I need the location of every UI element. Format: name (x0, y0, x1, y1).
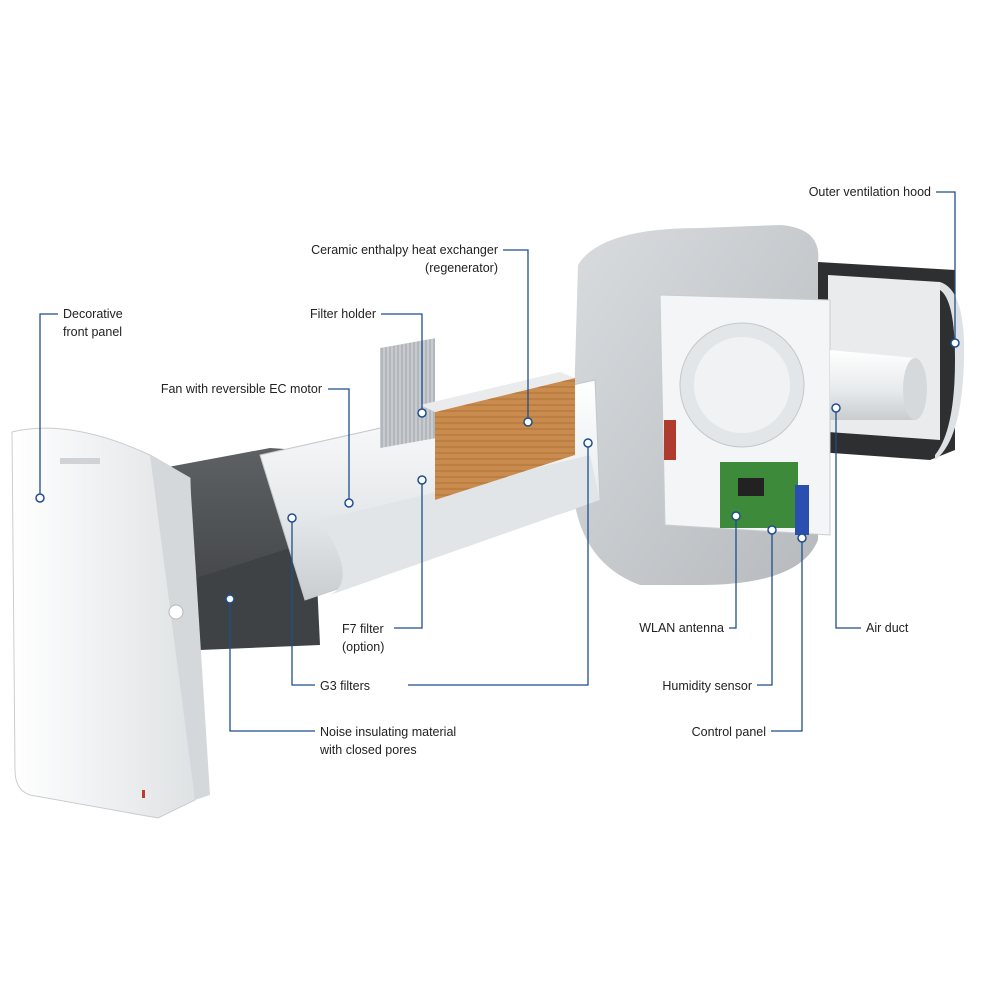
label-control-panel: Control panel (660, 723, 766, 741)
air-duct-tube (830, 350, 927, 420)
leader-dot-g3-filters-b (583, 438, 593, 448)
leader-lines (35, 191, 960, 732)
leader-dot-humidity-sensor (767, 525, 777, 535)
label-line-1: Noise insulating material (320, 725, 457, 739)
leader-noise-insulating-material (229, 599, 315, 732)
label-line-1: Filter holder (310, 307, 376, 321)
leader-ceramic-heat-exchanger (503, 249, 529, 422)
front-panel (11, 427, 210, 819)
leader-dot-g3-filters (287, 513, 297, 523)
leader-dot-control-panel (797, 533, 807, 543)
label-line-1: Decorative (63, 307, 123, 321)
label-f7-filter: F7 filter (option) (342, 620, 384, 656)
leader-fan-ec-motor (328, 388, 350, 503)
leader-dot-ceramic-heat-exchanger (523, 417, 533, 427)
label-line-1: WLAN antenna (639, 621, 724, 635)
leader-decorative-front-panel (39, 313, 58, 498)
leader-humidity-sensor (757, 530, 773, 686)
leader-dot-air-duct (831, 403, 841, 413)
leader-dot-decorative-front-panel (35, 493, 45, 503)
leader-dot-wlan-antenna (731, 511, 741, 521)
label-noise-insulating-material: Noise insulating material with closed po… (320, 723, 456, 759)
leader-dot-filter-holder (417, 408, 427, 418)
leader-dot-f7-filter (417, 475, 427, 485)
label-line-1: F7 filter (342, 622, 384, 636)
label-humidity-sensor: Humidity sensor (640, 677, 752, 695)
label-line-2: (option) (342, 640, 385, 654)
label-line-1: Control panel (691, 725, 766, 739)
label-ceramic-heat-exchanger: Ceramic enthalpy heat exchanger (regener… (290, 241, 498, 277)
label-line-2: (regenerator) (425, 261, 498, 275)
leader-outer-ventilation-hood (936, 191, 956, 343)
label-line-2: front panel (63, 325, 123, 339)
control-housing (659, 294, 831, 536)
leader-g3-filters (291, 518, 315, 686)
heat-exchanger-block (420, 372, 575, 500)
label-g3-filters: G3 filters (320, 677, 370, 695)
label-line-1: Humidity sensor (662, 679, 752, 693)
leader-f7-filter (394, 480, 423, 629)
label-decorative-front-panel: Decorative front panel (63, 305, 123, 341)
leader-g3-filters-b (408, 443, 589, 686)
label-line-1: Ceramic enthalpy heat exchanger (311, 243, 498, 257)
label-outer-ventilation-hood: Outer ventilation hood (790, 183, 931, 201)
leader-dot-outer-ventilation-hood (950, 338, 960, 348)
label-line-1: Fan with reversible EC motor (160, 382, 322, 396)
leader-control-panel (771, 538, 803, 732)
leader-filter-holder (381, 313, 423, 413)
label-air-duct: Air duct (866, 619, 908, 637)
label-fan-ec-motor: Fan with reversible EC motor (158, 380, 322, 398)
leader-dot-noise-insulating-material (225, 594, 235, 604)
label-filter-holder: Filter holder (300, 305, 376, 323)
leader-air-duct (835, 408, 861, 629)
label-wlan-antenna: WLAN antenna (620, 619, 724, 637)
label-line-2: with closed pores (320, 743, 417, 757)
label-line-1: Outer ventilation hood (808, 185, 931, 199)
label-line-1: Air duct (866, 621, 909, 635)
leader-dot-fan-ec-motor (344, 498, 354, 508)
label-line-1: G3 filters (320, 679, 371, 693)
leader-wlan-antenna (729, 516, 737, 629)
